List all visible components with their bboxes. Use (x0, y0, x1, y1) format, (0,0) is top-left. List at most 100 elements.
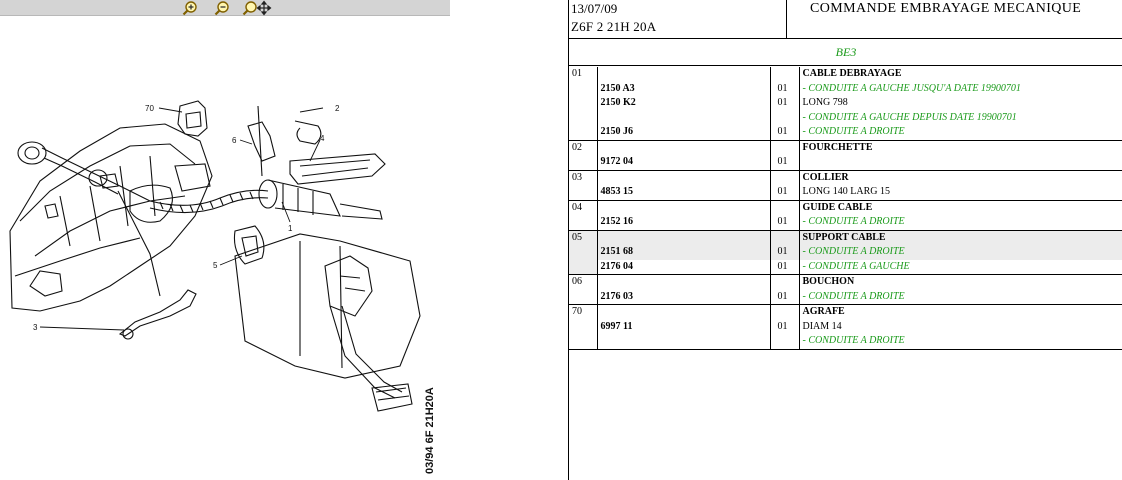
part-reference[interactable]: 2176 04 (597, 259, 770, 274)
item-number: 05 (572, 231, 582, 243)
cell-descriptions: AGRAFE DIAM 14 - CONDUITE A DROITE (799, 304, 1122, 350)
zoom-out-icon[interactable] (214, 0, 230, 16)
cell-item-number: 03 (569, 170, 598, 201)
callout-5: 5 (213, 261, 218, 270)
part-description: - CONDUITE A DROITE (802, 335, 905, 346)
header-code: Z6F 2 21H 20A (571, 19, 657, 34)
part-description: - CONDUITE A DROITE (802, 126, 905, 137)
part-reference (598, 141, 770, 156)
part-reference[interactable]: 6997 11 (600, 320, 633, 332)
cell-item-number: 04 (569, 200, 598, 231)
cell-references: 2151 68 2176 04 (597, 230, 771, 275)
item-number: 02 (572, 141, 582, 153)
part-reference (598, 67, 770, 82)
cell-item-number: 05 (569, 230, 598, 275)
parts-panel: 13/07/09 Z6F 2 21H 20A COMMANDE EMBRAYAG… (568, 0, 1122, 480)
part-reference (598, 231, 770, 246)
part-reference[interactable]: 2151 68 (600, 246, 634, 257)
item-number: 70 (572, 306, 582, 317)
table-row[interactable]: 03 4853 15 01 COLLIER LONG 140 LARG 15 (569, 170, 1122, 201)
item-number: 04 (572, 201, 582, 213)
cell-descriptions: COLLIER LONG 140 LARG 15 (799, 170, 1122, 201)
part-quantity: 01 (777, 216, 788, 227)
pan-icon[interactable] (242, 0, 272, 16)
guide-4-drawing (289, 153, 386, 185)
part-quantity (771, 67, 799, 82)
cell-quantities: 01 (770, 274, 800, 305)
callout-1: 1 (288, 224, 293, 233)
cell-references: 4853 15 (597, 170, 771, 201)
item-number: 01 (572, 68, 582, 79)
item-number: 03 (572, 171, 582, 183)
cell-descriptions: CABLE DEBRAYAGE- CONDUITE A GAUCHE JUSQU… (799, 67, 1122, 141)
part-quantity (771, 201, 799, 216)
cell-descriptions: GUIDE CABLE- CONDUITE A DROITE (799, 200, 1122, 231)
clip-70-drawing (177, 100, 208, 137)
part-reference[interactable]: 2176 03 (600, 290, 634, 302)
part-reference[interactable]: 2152 16 (600, 216, 634, 227)
part-description: DIAM 14 (802, 320, 842, 332)
cell-item-number: 06 (569, 274, 598, 305)
part-description: - CONDUITE A GAUCHE JUSQU'A DATE 1990070… (802, 82, 1021, 94)
part-reference (598, 275, 770, 290)
part-reference[interactable]: 2150 K2 (600, 97, 636, 108)
part-description: - CONDUITE A DROITE (802, 246, 905, 257)
gearbox-drawing (9, 123, 213, 312)
part-quantity (771, 141, 799, 156)
part-reference[interactable]: 4853 15 (600, 186, 634, 197)
part-reference[interactable]: 2150 A3 (600, 82, 635, 94)
part-quantity (771, 305, 799, 320)
part-description (800, 155, 1122, 170)
zoom-in-icon[interactable] (182, 0, 198, 16)
part-name: BOUCHON (802, 276, 855, 287)
part-reference[interactable]: 2150 J6 (600, 126, 634, 137)
table-row[interactable]: 70 6997 11 01 AGRAFE DIAM 14 - CONDUITE A DRO… (569, 304, 1122, 350)
part-name: AGRAFE (802, 306, 845, 317)
part-name: SUPPORT CABLE (802, 231, 886, 243)
part-reference[interactable]: 9172 04 (600, 156, 634, 167)
part-reference (598, 334, 770, 349)
cell-quantities: 01 (770, 170, 800, 201)
part-quantity: 01 (777, 156, 788, 167)
table-row[interactable]: 04 2152 16 01 GUIDE CABLE- CONDUITE A DROIT… (569, 200, 1122, 231)
cell-references: 2176 03 (597, 274, 771, 305)
part-quantity: 01 (777, 97, 788, 108)
part-name: COLLIER (802, 171, 849, 183)
part-quantity: 01 (777, 320, 788, 332)
support-5-drawing (233, 225, 265, 265)
part-quantity (771, 231, 799, 246)
cell-references: 2150 A3 2150 K2 2150 J6 (597, 67, 771, 141)
part-reference (598, 305, 770, 320)
bracket-6-drawing (247, 105, 322, 177)
variant-label: BE3 (569, 39, 1122, 66)
part-description: - CONDUITE A DROITE (802, 290, 905, 302)
part-reference (598, 171, 770, 186)
cell-item-number: 70 (569, 304, 598, 350)
clutch-exploded-diagram: 70 2 6 4 1 5 3 03/94 6F 21H20A (9, 100, 436, 474)
cell-item-number: 02 (569, 140, 598, 171)
cell-descriptions: BOUCHON - CONDUITE A DROITE (799, 274, 1122, 305)
part-description: LONG 140 LARG 15 (802, 186, 891, 197)
diagram-panel: 70 2 6 4 1 5 3 03/94 6F 21H20A (0, 0, 450, 474)
cell-descriptions: SUPPORT CABLE- CONDUITE A DROITE- CONDUI… (799, 230, 1122, 275)
part-quantity: 01 (777, 246, 788, 257)
part-description: - CONDUITE A GAUCHE DEPUIS DATE 19900701 (802, 111, 1017, 123)
part-quantity (771, 275, 799, 290)
part-quantity: 01 (777, 186, 788, 197)
cell-quantities: 01 (770, 200, 800, 231)
part-reference (598, 201, 770, 216)
part-quantity (771, 334, 799, 349)
part-description: - CONDUITE A DROITE (802, 216, 905, 227)
callout-3: 3 (33, 323, 38, 332)
cell-references: 9172 04 (597, 140, 771, 171)
part-reference (598, 111, 770, 126)
part-description: LONG 798 (802, 97, 848, 108)
part-quantity: 01 (777, 290, 788, 302)
cell-references: 2152 16 (597, 200, 771, 231)
pedal-box-drawing (234, 233, 421, 412)
